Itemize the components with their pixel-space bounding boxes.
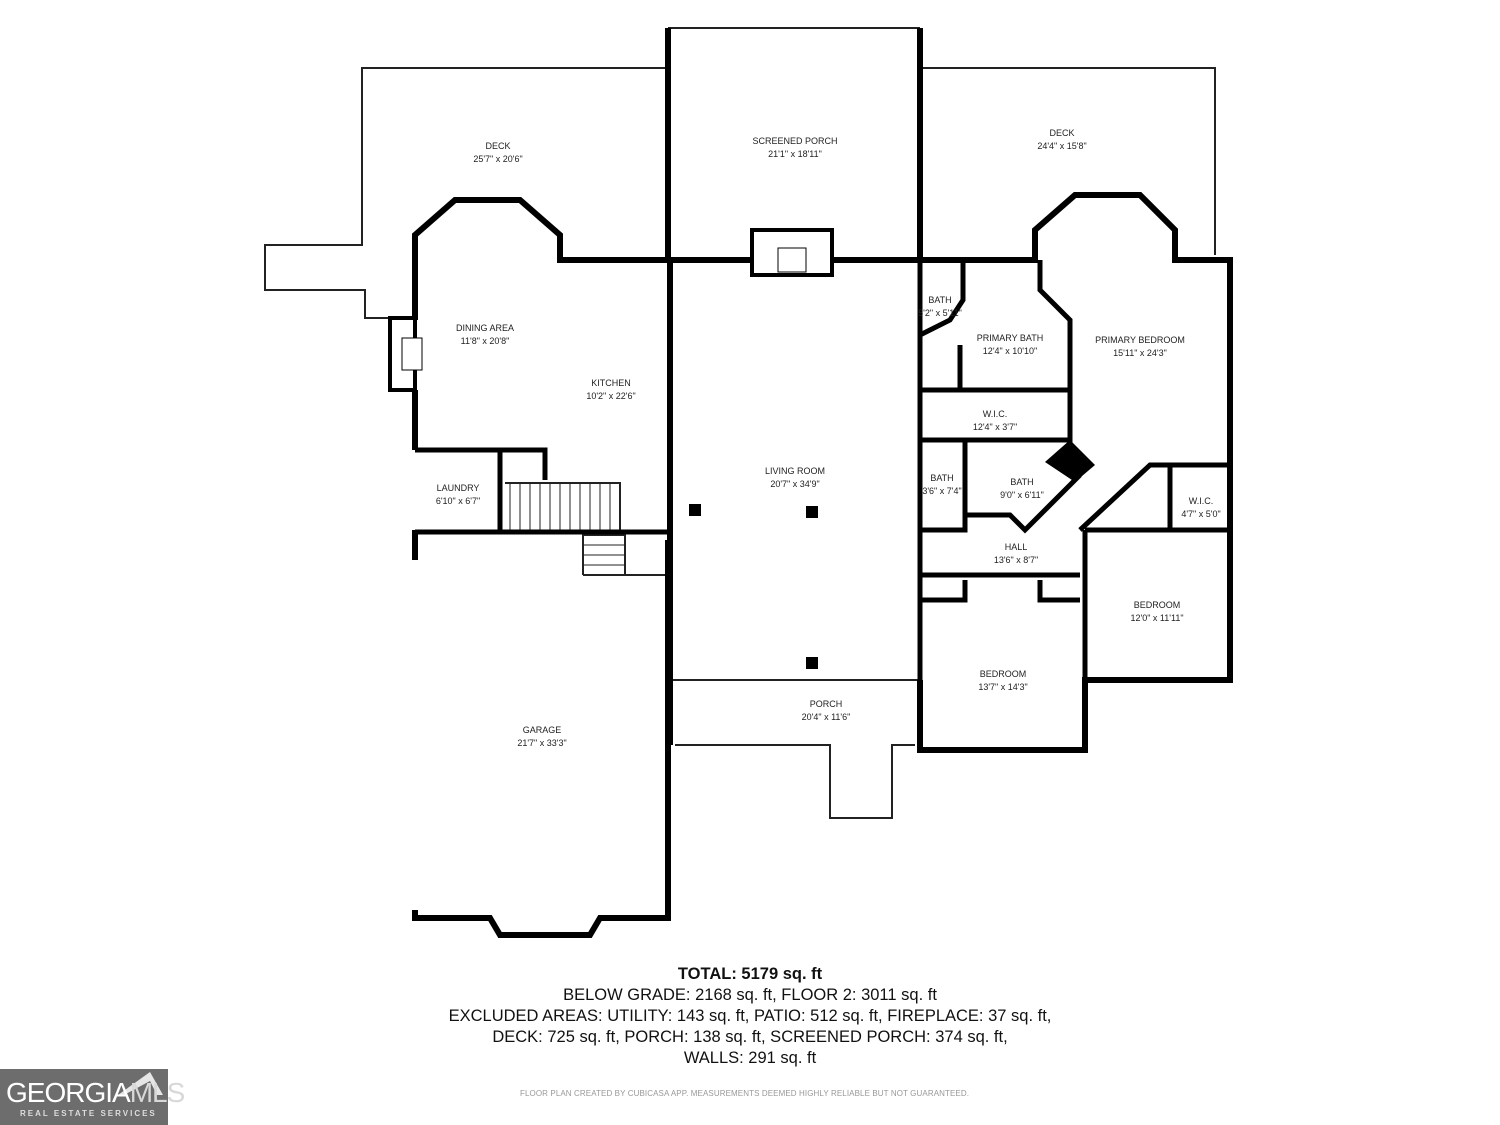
total-area: TOTAL: 5179 sq. ft <box>677 965 823 983</box>
interior-walls <box>415 260 1230 750</box>
area-summary: TOTAL: 5179 sq. ft BELOW GRADE: 2168 sq.… <box>0 964 1500 1069</box>
wall-block <box>1045 440 1095 482</box>
roof-icon <box>118 1072 163 1095</box>
floor-plan <box>264 27 1233 938</box>
summary-line: BELOW GRADE: 2168 sq. ft, FLOOR 2: 3011 … <box>563 986 937 1004</box>
summary-line: EXCLUDED AREAS: UTILITY: 143 sq. ft, PAT… <box>448 1007 1052 1025</box>
summary-line: WALLS: 291 sq. ft <box>683 1049 817 1067</box>
stairs <box>509 483 625 566</box>
room-wic-1: W.I.C.12'4" x 3'7" <box>972 409 1018 432</box>
georgia-mls-logo: GEORGIAMLS REAL ESTATE SERVICES <box>0 1069 185 1125</box>
summary-line: DECK: 725 sq. ft, PORCH: 138 sq. ft, SCR… <box>492 1028 1008 1046</box>
columns <box>689 504 818 669</box>
exterior-walls <box>412 28 1233 938</box>
room-wic-2: W.I.C.4'7" x 5'0" <box>1181 496 1221 519</box>
disclaimer: FLOOR PLAN CREATED BY CUBICASA APP. MEAS… <box>520 1089 970 1098</box>
fireplaces <box>388 228 834 392</box>
